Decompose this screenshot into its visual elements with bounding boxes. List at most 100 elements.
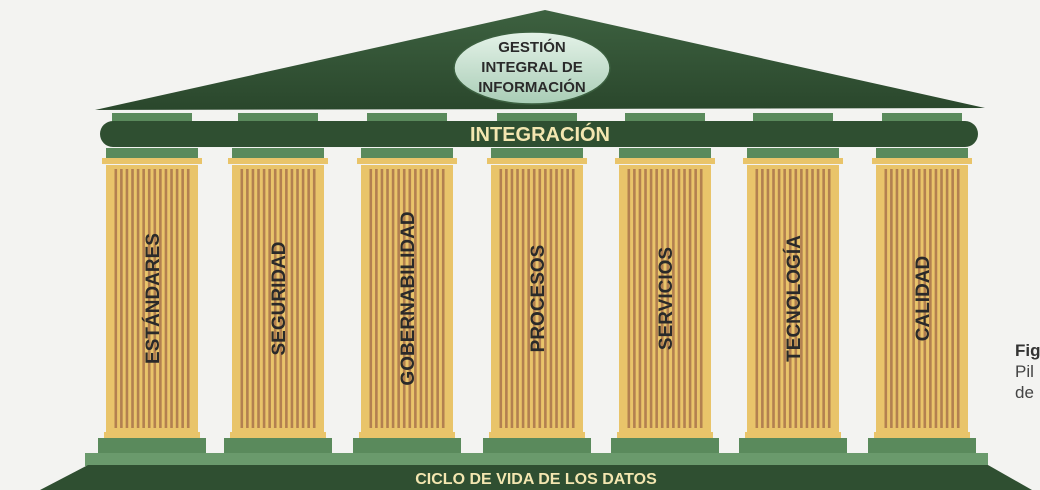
pillar-flute: [131, 169, 134, 428]
pillar-flute: [114, 169, 118, 428]
pillar-flute: [805, 169, 809, 428]
base-label: CICLO DE VIDA DE LOS DATOS: [415, 471, 657, 488]
pillar-capital: [876, 148, 968, 159]
pillar-flute: [527, 169, 530, 428]
pillar-flute: [147, 169, 151, 428]
pillar-flute: [895, 169, 899, 428]
figure-caption-line-2: de: [1015, 383, 1034, 402]
pillar-flute: [510, 169, 514, 428]
pillar-flute: [822, 169, 825, 428]
pillar-flute: [555, 169, 558, 428]
pillar-flute: [660, 169, 664, 428]
pillar-flute: [285, 169, 288, 428]
pillar-label: SERVICIOS: [656, 247, 677, 350]
pillar-flute: [929, 169, 932, 428]
pillar-flute: [380, 169, 384, 428]
pillar-flute: [644, 169, 647, 428]
pillar-base-band: [359, 432, 455, 438]
integration-label: INTEGRACIÓN: [470, 122, 610, 146]
pillar-flute: [951, 169, 954, 428]
pillar-flute: [761, 169, 764, 428]
pillar-flute: [521, 169, 525, 428]
pillar-flute: [688, 169, 692, 428]
pillar-flute: [499, 169, 503, 428]
pillar-flute: [901, 169, 904, 428]
pillar-flute: [419, 169, 423, 428]
pillar-label: ESTÁNDARES: [142, 233, 164, 364]
pillar-flute: [441, 169, 445, 428]
pillar-flute: [912, 169, 915, 428]
pillar-flute: [153, 169, 157, 428]
pillar-flute: [251, 169, 255, 428]
pillar-capital: [361, 148, 453, 159]
pillar: ESTÁNDARES: [98, 148, 206, 454]
pillar-capital: [619, 148, 711, 159]
pillar-base-band: [104, 432, 200, 438]
pillar-top-block: [238, 113, 318, 122]
pillar-flute: [699, 169, 703, 428]
base-step-upper: [85, 453, 988, 466]
pillar: SEGURIDAD: [224, 148, 332, 454]
pillar: PROCESOS: [483, 148, 591, 454]
pillar-capital: [106, 148, 198, 159]
pillar-top-block: [367, 113, 447, 122]
pillar-flute: [655, 169, 658, 428]
pillar-flute: [800, 169, 803, 428]
pillar-capital-band: [102, 158, 202, 164]
pillar-flute: [566, 169, 569, 428]
figure-caption-label: Fig: [1015, 341, 1040, 360]
roof-title-line-3: INFORMACIÓN: [478, 78, 586, 96]
pillar-base-band: [745, 432, 841, 438]
pillar-flute: [783, 169, 786, 428]
pillar-plinth: [611, 438, 719, 454]
roof-title-line-1: GESTIÓN: [498, 38, 566, 56]
pillar-capital-band: [743, 158, 843, 164]
pillar-base-band: [617, 432, 713, 438]
pillar: CALIDAD: [868, 148, 976, 454]
pillar-flute: [923, 169, 927, 428]
pillar-capital-band: [228, 158, 328, 164]
pillar-flute: [777, 169, 781, 428]
pillar-flute: [397, 169, 400, 428]
pillar-label: CALIDAD: [913, 256, 934, 342]
pillar-plinth: [224, 438, 332, 454]
pillar-flute: [755, 169, 759, 428]
pillar-flute: [683, 169, 686, 428]
pillar-flute: [571, 169, 575, 428]
pillar-plinth: [739, 438, 847, 454]
pillar-base-band: [874, 432, 970, 438]
pillar-capital-band: [487, 158, 587, 164]
pillar-flute: [827, 169, 831, 428]
pillar-flute: [816, 169, 820, 428]
pillar-flute: [402, 169, 406, 428]
pillar-flute: [811, 169, 814, 428]
pillar-flute: [436, 169, 439, 428]
pillar-flute: [694, 169, 697, 428]
pillar-flute: [649, 169, 653, 428]
pillar: SERVICIOS: [611, 148, 719, 454]
pillar-flute: [301, 169, 305, 428]
pillar-flute: [538, 169, 542, 428]
pillar-flute: [884, 169, 888, 428]
pillar-top-block: [625, 113, 705, 122]
pillar-flute: [414, 169, 417, 428]
pillar-top-block: [882, 113, 962, 122]
pillar-flute: [627, 169, 631, 428]
pillar-flute: [279, 169, 283, 428]
pillar-base-band: [230, 432, 326, 438]
pillar-flute: [794, 169, 798, 428]
pillar-base-band: [489, 432, 585, 438]
pillar-flute: [408, 169, 412, 428]
pillar-flute: [638, 169, 642, 428]
pillar-flute: [505, 169, 508, 428]
pillar-label: TECNOLOGÍA: [783, 235, 805, 362]
pillar-flute: [181, 169, 184, 428]
pillar-flute: [246, 169, 249, 428]
pillar-flute: [549, 169, 553, 428]
pillar-label: GOBERNABILIDAD: [398, 211, 419, 385]
pillar-flute: [666, 169, 670, 428]
pillar-flute: [375, 169, 378, 428]
pillar-flute: [296, 169, 299, 428]
pillar-capital-band: [615, 158, 715, 164]
